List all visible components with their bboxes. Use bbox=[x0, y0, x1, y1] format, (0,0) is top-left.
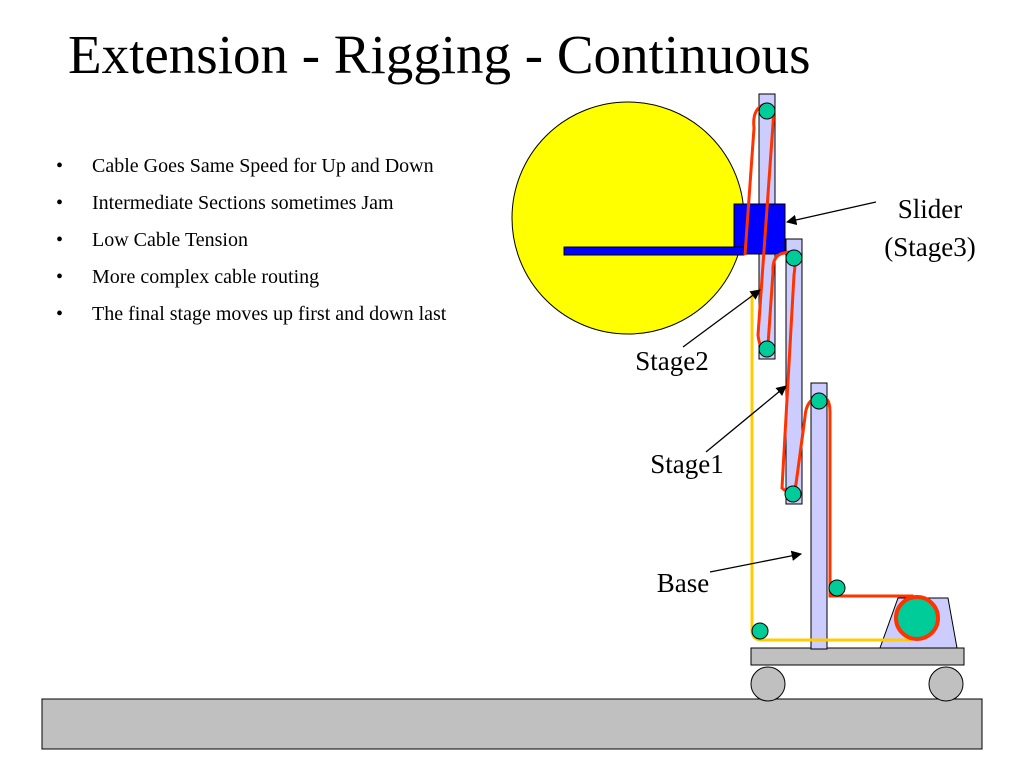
bullet-marker: • bbox=[56, 229, 64, 251]
cart-platform bbox=[750, 647, 965, 666]
floor bbox=[41, 698, 983, 750]
stage-base bbox=[810, 382, 828, 650]
base-label: Base bbox=[657, 568, 710, 598]
bullet-item: • The final stage moves up first and dow… bbox=[52, 302, 452, 326]
stage1-label: Stage1 bbox=[650, 449, 724, 479]
pulley-base-bottom bbox=[828, 579, 846, 597]
bullet-item: • More complex cable routing bbox=[52, 265, 452, 289]
pulley-stage1-top bbox=[785, 249, 803, 267]
bullet-text: Low Cable Tension bbox=[92, 229, 248, 251]
slider-arm bbox=[563, 246, 745, 256]
yellow-ball bbox=[511, 101, 745, 335]
pulley-base-top bbox=[810, 392, 828, 410]
lift-cable bbox=[743, 102, 914, 618]
slider-arrow bbox=[785, 201, 877, 226]
winch-drum bbox=[894, 595, 940, 641]
bullet-item: • Intermediate Sections sometimes Jam bbox=[52, 191, 452, 215]
cart-wheel-left bbox=[750, 666, 786, 702]
cart-wheel-right bbox=[928, 666, 964, 702]
pulley-stage2-bottom bbox=[758, 340, 776, 358]
bullet-text: The final stage moves up first and down … bbox=[92, 303, 447, 325]
bullet-text: Intermediate Sections sometimes Jam bbox=[92, 192, 394, 214]
bullet-item: • Low Cable Tension bbox=[52, 228, 452, 252]
bullet-marker: • bbox=[56, 266, 64, 288]
slide-title: Extension - Rigging - Continuous bbox=[68, 24, 811, 85]
base-arrow bbox=[709, 550, 803, 573]
stage1-arrow bbox=[705, 385, 787, 453]
bullet-text: More complex cable routing bbox=[92, 266, 320, 288]
slider-block bbox=[733, 203, 786, 255]
pulley-stage1-bottom bbox=[784, 485, 802, 503]
slider-label: Slider bbox=[898, 194, 963, 224]
bullet-marker: • bbox=[56, 303, 64, 325]
bullet-marker: • bbox=[56, 155, 64, 177]
stage-1 bbox=[785, 238, 803, 505]
pulley-stage2-top bbox=[758, 102, 776, 120]
bullet-marker: • bbox=[56, 192, 64, 214]
bullet-list: • Cable Goes Same Speed for Up and Down … bbox=[52, 154, 452, 339]
stage2-arrow bbox=[682, 289, 761, 348]
bullet-item: • Cable Goes Same Speed for Up and Down bbox=[52, 154, 452, 178]
slider-label-stage: (Stage3) bbox=[884, 232, 975, 262]
pulley-return bbox=[751, 622, 769, 640]
stage2-label: Stage2 bbox=[635, 346, 709, 376]
bullet-text: Cable Goes Same Speed for Up and Down bbox=[92, 155, 434, 177]
